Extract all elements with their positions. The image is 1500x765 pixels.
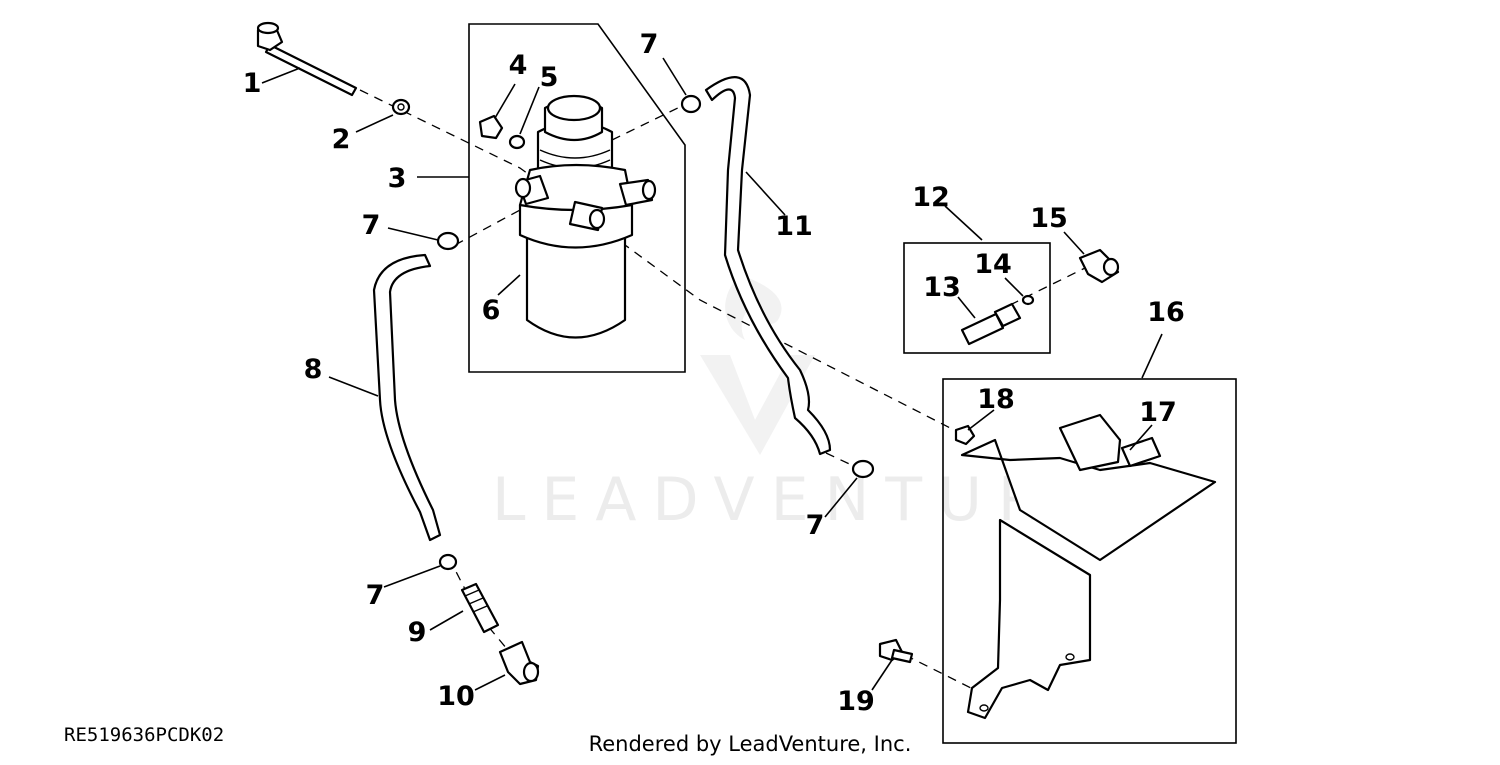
alignment-line-4 [1009,267,1086,306]
bolt-part [256,21,358,97]
callout-17: 17 [1139,397,1177,428]
o-ring-part [508,134,526,150]
hose-part-8 [372,253,442,542]
callout-6: 6 [482,295,501,326]
callout-7-left: 7 [362,210,381,241]
o-ring-part-14 [1021,294,1035,306]
callout-4: 4 [509,50,528,81]
callout-8: 8 [304,354,323,385]
callout-9: 9 [408,617,427,648]
callout-13: 13 [923,272,961,303]
nut-part-18 [954,424,976,446]
clamp-part-c [851,459,875,479]
bolt-part-19 [878,638,914,664]
fitting-part-13 [960,302,1022,346]
callout-18: 18 [977,384,1015,415]
callout-7-right: 7 [806,510,825,541]
callout-5: 5 [540,62,559,93]
elbow-part-15 [1078,248,1120,284]
hose-barb-part [460,582,500,634]
callout-7-top: 7 [640,29,659,60]
callout-16: 16 [1147,297,1185,328]
fitting-kit-box [903,242,1051,354]
alignment-line-3 [611,102,689,141]
callout-3: 3 [388,163,407,194]
callout-7-bottom: 7 [366,580,385,611]
callout-1: 1 [243,68,262,99]
fuel-filter-part [514,94,657,339]
bracket-assembly-box [942,378,1237,744]
watermark-text: LEADVENTURE [492,465,1110,535]
callout-14: 14 [974,249,1012,280]
callout-10: 10 [437,681,475,712]
callout-15: 15 [1030,203,1068,234]
hose-part-11 [704,76,832,456]
callout-12: 12 [912,182,950,213]
alignment-line-2 [454,209,521,246]
clamp-part-a [680,94,702,114]
clamp-part-b [436,231,460,251]
mounting-bracket-part [960,413,1217,720]
render-credit: Rendered by LeadVenture, Inc. [589,732,912,756]
filter-assembly-box [468,23,686,373]
callout-19: 19 [837,686,875,717]
washer-part [391,98,411,116]
alignment-line-1 [359,89,961,434]
elbow-fitting-part [498,640,540,686]
leadventure-watermark: LEADVENTURE [492,275,1110,535]
alignment-line-6 [825,452,859,469]
leader-lines [261,57,1163,691]
callout-11: 11 [775,211,813,242]
clamp-part-d [438,553,458,571]
nut-part [478,114,504,140]
alignment-line-5 [904,654,976,691]
diagram-code: RE519636PCDK02 [64,724,224,746]
callout-2: 2 [332,124,351,155]
alignment-line-7 [448,557,513,656]
